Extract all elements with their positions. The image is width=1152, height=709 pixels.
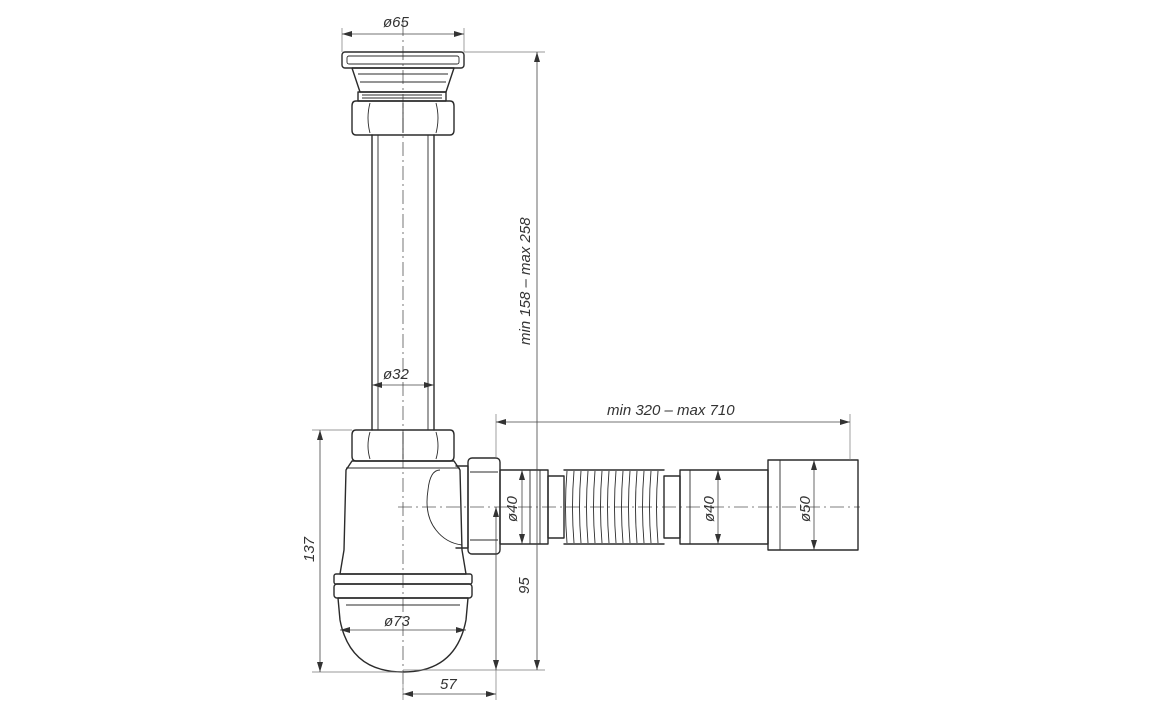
hose-rib <box>614 470 617 544</box>
dim-total-height <box>312 429 403 673</box>
hose-rib <box>572 470 575 544</box>
bottle-diameter-label: ø73 <box>384 613 411 630</box>
dim-height-range <box>403 51 545 671</box>
hose-rib <box>565 470 568 544</box>
hose-rib <box>628 470 631 544</box>
outlet-fitting <box>455 457 565 555</box>
hose-rib <box>642 470 645 544</box>
top-flange <box>341 51 465 102</box>
lower-nut <box>351 429 455 462</box>
dim-outlet-diameter <box>519 470 525 544</box>
outlet-height-label: 95 <box>516 577 533 594</box>
corrugated-hose <box>563 469 665 545</box>
dim-bottle-diameter <box>340 627 466 633</box>
end-diameter-label: ø50 <box>797 495 814 522</box>
outlet-diameter-label: ø40 <box>504 495 521 522</box>
dim-length-range <box>495 414 851 460</box>
top-nut <box>351 100 455 136</box>
hose-rib <box>607 470 610 544</box>
length-range-label: min 320 – max 710 <box>607 402 735 419</box>
height-range-label: min 158 – max 258 <box>517 217 534 345</box>
offset-label: 57 <box>440 676 457 693</box>
hose-diameter-label: ø40 <box>701 495 718 522</box>
dim-tube-diameter <box>372 382 434 388</box>
tube-diameter-label: ø32 <box>383 366 410 383</box>
hose-rib <box>579 470 582 544</box>
hose-rib <box>593 470 596 544</box>
hose-end-fitting <box>663 459 859 551</box>
dim-end-diameter <box>811 460 817 550</box>
dim-hose-diameter <box>715 470 721 544</box>
dim-offset <box>402 670 497 700</box>
flange-diameter-label: ø65 <box>383 14 410 31</box>
hose-rib <box>635 470 638 544</box>
hose-rib <box>586 470 589 544</box>
hose-rib <box>621 470 624 544</box>
total-height-label: 137 <box>301 536 318 562</box>
dim-outlet-height <box>493 507 499 670</box>
hose-rib <box>600 470 603 544</box>
dim-flange-diameter <box>341 28 465 52</box>
hose-rib <box>649 470 652 544</box>
vertical-tube <box>371 134 435 431</box>
hose-rib <box>656 470 659 544</box>
